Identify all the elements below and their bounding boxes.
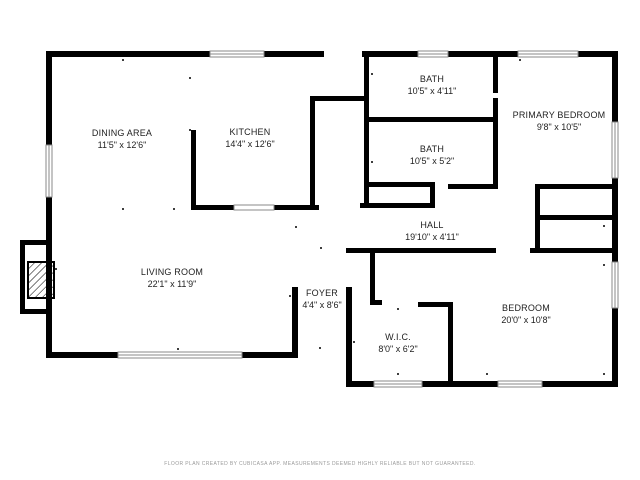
room-name-hall: HALL [420, 220, 443, 230]
room-name-foyer: FOYER [306, 288, 338, 298]
exterior-walls [46, 51, 618, 387]
room-name-living-room: LIVING ROOM [141, 267, 203, 277]
room-label-bath-2: BATH 10'5" x 5'2" [410, 144, 454, 166]
room-label-hall: HALL 19'10" x 4'11" [405, 220, 459, 242]
room-dims-living-room: 22'1" x 11'9" [148, 279, 197, 289]
room-label-dining: DINING AREA 11'5" x 12'6" [92, 128, 152, 150]
room-dims-hall: 19'10" x 4'11" [405, 232, 459, 242]
fireplace [20, 240, 55, 314]
room-dims-foyer: 4'4" x 8'6" [302, 300, 341, 310]
room-dims-kitchen: 14'4" x 12'6" [225, 139, 274, 149]
disclaimer-text: FLOOR PLAN CREATED BY CUBICASA APP. MEAS… [164, 461, 475, 467]
room-dims-primary-bedroom: 9'8" x 10'5" [537, 122, 581, 132]
room-name-kitchen: KITCHEN [230, 127, 271, 137]
room-name-dining: DINING AREA [92, 128, 152, 138]
room-label-living-room: LIVING ROOM 22'1" x 11'9" [141, 267, 203, 289]
room-dims-dining: 11'5" x 12'6" [98, 140, 147, 150]
room-name-bedroom: BEDROOM [502, 303, 550, 313]
wall-markers [55, 59, 605, 375]
room-dims-bath-1: 10'5" x 4'11" [408, 86, 457, 96]
room-label-kitchen: KITCHEN 14'4" x 12'6" [225, 127, 274, 149]
room-label-bedroom: BEDROOM 20'0" x 10'8" [501, 303, 550, 325]
room-label-primary-bedroom: PRIMARY BEDROOM 9'8" x 10'5" [513, 110, 606, 132]
room-name-bath-2: BATH [420, 144, 444, 154]
windows [45, 50, 619, 388]
room-name-primary-bedroom: PRIMARY BEDROOM [513, 110, 606, 120]
room-label-bath-1: BATH 10'5" x 4'11" [408, 74, 457, 96]
room-dims-bedroom: 20'0" x 10'8" [501, 315, 550, 325]
room-label-foyer: FOYER 4'4" x 8'6" [302, 288, 341, 310]
room-dims-wic: 8'0" x 6'2" [378, 344, 417, 354]
room-dims-bath-2: 10'5" x 5'2" [410, 156, 454, 166]
room-name-bath-1: BATH [420, 74, 444, 84]
room-label-wic: W.I.C. 8'0" x 6'2" [378, 332, 417, 354]
interior-walls [191, 57, 618, 387]
room-name-wic: W.I.C. [385, 332, 411, 342]
